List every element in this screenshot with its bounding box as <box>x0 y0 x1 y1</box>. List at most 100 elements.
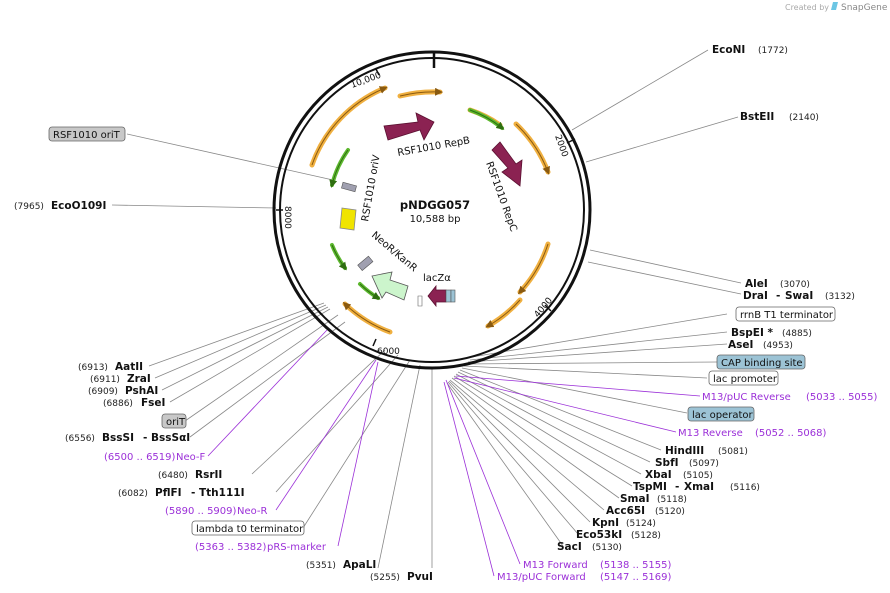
enzyme-rsrii: RsrII <box>195 469 222 481</box>
neoR-arrow <box>371 271 409 301</box>
primer-neor: Neo-R <box>237 506 268 517</box>
enzyme-pflfi: PflFI <box>155 487 182 499</box>
enzyme-acc65i: Acc65I <box>606 505 645 517</box>
enzyme-pvui: PvuI <box>407 571 433 583</box>
label-lacZ: lacZα <box>423 273 451 284</box>
enzyme-bsssai: BssSαI <box>151 432 190 444</box>
pos-acc65i: (5120) <box>655 507 685 517</box>
pos-rsrii: (6480) <box>158 471 188 481</box>
label-neoR: NeoR/KanR <box>369 230 419 274</box>
pos-asei: (4953) <box>763 341 793 351</box>
enzyme-bsssi: BssSI <box>102 432 134 444</box>
enzyme-xmai: XmaI <box>684 481 714 493</box>
pos-pflfi: (6082) <box>118 489 148 499</box>
enzyme-econi: EcoNI <box>712 44 745 56</box>
pos-smai: (5118) <box>657 495 687 505</box>
primer-m13puc-rev: M13/pUC Reverse <box>702 392 791 403</box>
pos-pshai: (6909) <box>88 387 118 397</box>
box-cap <box>716 354 806 370</box>
box-orit-label: oriT <box>166 417 186 428</box>
primer-m13puc-rev-range: (5033 .. 5055) <box>806 392 878 403</box>
tick-4000: 4000 <box>533 296 556 320</box>
pos-alei: (3070) <box>780 280 810 290</box>
repB-arrow <box>383 112 435 141</box>
enzyme-eco53ki: Eco53kI <box>576 529 622 541</box>
enzyme-kpni: KpnI <box>592 517 619 529</box>
enzyme-drai-sep: - <box>776 290 780 302</box>
primer-neor-range: (5890 .. 5909) <box>165 506 237 517</box>
tick-2000: 2000 <box>552 134 569 159</box>
orange-arc-arrows <box>311 86 550 333</box>
snapgene-logo-icon <box>831 2 838 10</box>
label-oriV: RSF1010 oriV <box>360 154 383 223</box>
pos-aatii: (6913) <box>78 363 108 373</box>
pos-fsei: (6886) <box>103 399 133 409</box>
pos-eco0109i: (7965) <box>14 202 44 212</box>
pos-bsteii: (2140) <box>789 113 819 123</box>
box-rsf-orit <box>48 126 126 142</box>
enzyme-bsssi-sep: - <box>143 432 147 444</box>
enzyme-zrai: ZraI <box>127 373 151 385</box>
backbone-outer-ring <box>272 50 592 370</box>
pos-xbai: (5105) <box>683 471 713 481</box>
box-lac-promoter <box>708 370 779 386</box>
enzyme-bsteii: BstEII <box>740 111 774 123</box>
tick-6000: 6000 <box>377 347 400 357</box>
box-lambda-label: lambda t0 terminator <box>196 524 304 535</box>
plasmid-name: pNDGG057 <box>400 198 470 212</box>
pos-tspmi: (5116) <box>730 483 760 493</box>
label-repB: RSF1010 RepB <box>397 135 471 159</box>
enzyme-tth111i: Tth111I <box>199 487 244 499</box>
enzyme-asei: AseI <box>728 339 753 351</box>
enzyme-alei: AleI <box>745 278 768 290</box>
enzyme-bspei: BspEI * <box>731 327 774 339</box>
plasmid-size: 10,588 bp <box>410 214 461 225</box>
repC-arrow <box>491 141 523 187</box>
oriV-feature <box>339 207 357 231</box>
primer-m13-fwd-range: (5138 .. 5155) <box>600 560 672 571</box>
enzyme-aatii: AatII <box>115 361 143 373</box>
enzyme-pflfi-sep: - <box>191 487 195 499</box>
enzyme-apali: ApaLI <box>343 559 376 571</box>
primer-m13-rev-range: (5052 .. 5068) <box>755 428 827 439</box>
box-rrnb-label: rrnB T1 terminator <box>740 310 834 321</box>
box-lac-promoter-label: lac promoter <box>713 374 778 385</box>
box-cap-label: CAP binding site <box>721 358 803 369</box>
pos-bsssi: (6556) <box>65 434 95 444</box>
pos-zrai: (6911) <box>90 375 120 385</box>
box-lac-operator-label: lac operator <box>692 410 753 421</box>
enzyme-fsei: FseI <box>141 397 165 409</box>
enzyme-xbai: XbaI <box>645 469 672 481</box>
box-orit <box>161 413 187 429</box>
cap-site-mark <box>450 289 456 303</box>
pos-sbfi: (5097) <box>689 459 719 469</box>
primer-prs-range: (5363 .. 5382) <box>195 542 267 553</box>
primer-leader-lines <box>207 329 701 577</box>
scale-ticks <box>276 68 576 347</box>
enzyme-saci: SacI <box>557 541 582 553</box>
credit-brand: SnapGene <box>841 3 888 13</box>
enzyme-smai: SmaI <box>620 493 650 505</box>
primer-m13-rev: M13 Reverse <box>678 428 743 439</box>
box-rsf-orit-label: RSF1010 oriT <box>53 130 121 141</box>
pos-apali: (5351) <box>306 561 336 571</box>
enzyme-hindiii: HindIII <box>665 445 704 457</box>
green-arc-arrows <box>329 109 505 300</box>
box-lac-operator <box>687 406 755 422</box>
primer-m13puc-fwd-range: (5147 .. 5169) <box>600 572 672 583</box>
rrnb-mark <box>417 295 423 307</box>
pos-eco53ki: (5128) <box>631 531 661 541</box>
lac-operator-mark <box>445 289 452 303</box>
lacZ-arrow <box>427 284 447 308</box>
pos-drai: (3132) <box>825 292 855 302</box>
pos-econi: (1772) <box>758 46 788 56</box>
enzyme-pshai: PshAI <box>125 385 158 397</box>
primer-m13puc-fwd: M13/pUC Forward <box>497 572 586 583</box>
leader-lines <box>111 49 742 569</box>
box-lambda <box>191 520 305 536</box>
terminator-feature <box>357 255 374 271</box>
enzyme-sbfi: SbfI <box>655 457 679 469</box>
credit-prefix: Created by <box>785 3 829 12</box>
